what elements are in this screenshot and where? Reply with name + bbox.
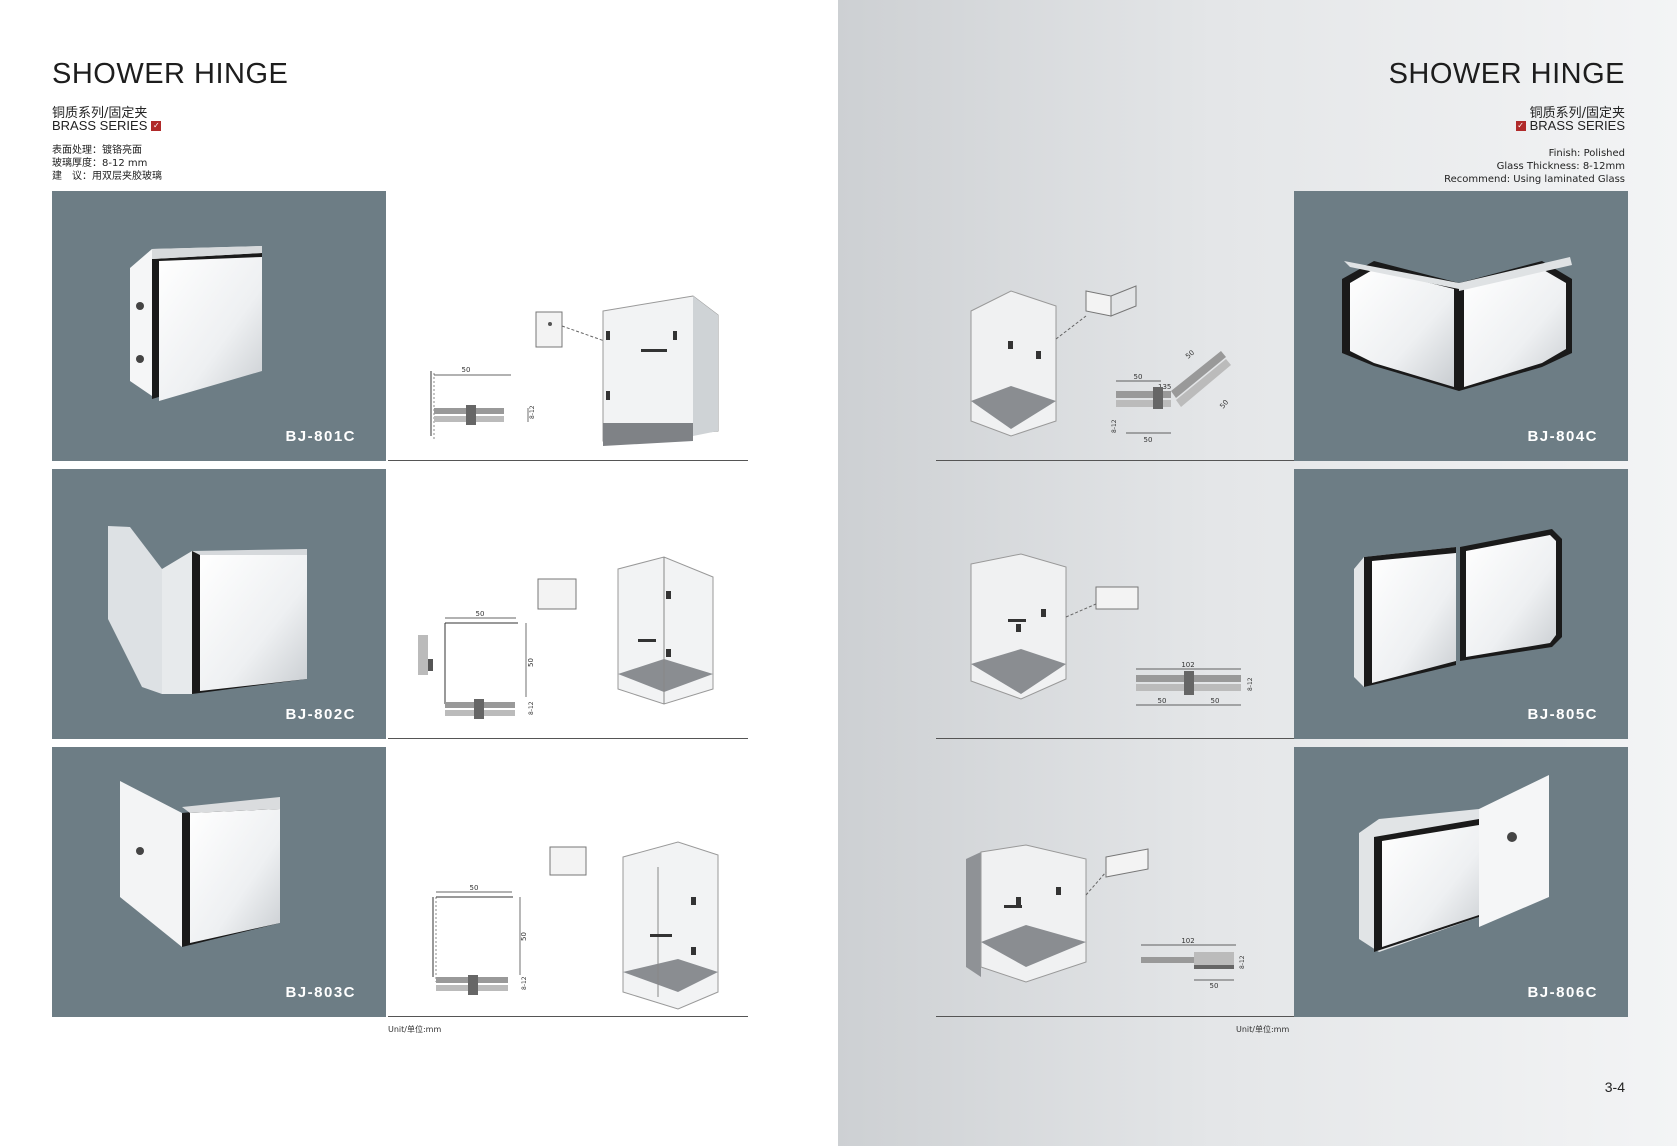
product-code: BJ-806C bbox=[1527, 984, 1598, 1001]
spec-list-right: Finish: Polished Glass Thickness: 8-12mm… bbox=[1444, 147, 1625, 186]
installation-diagram-801c: 50 8-12 bbox=[430, 295, 719, 446]
product-photo-bj-803c: BJ-803C bbox=[52, 747, 386, 1017]
technical-drawing-bj-803c: 50 50 8-12 bbox=[388, 747, 748, 1017]
dim-thickness-804c: 8-12 bbox=[1111, 419, 1118, 433]
right-page: SHOWER HINGE 铜质系列/固定夹 ✓ BRASS SERIES Fin… bbox=[838, 0, 1677, 1146]
dim-width-801c: 50 bbox=[462, 366, 471, 374]
subtitle-en-left: BRASS SERIES bbox=[52, 118, 148, 133]
dim-d-804c: 50 bbox=[1144, 436, 1153, 444]
hinge-803c-image bbox=[120, 781, 280, 947]
dim-width-803c: 50 bbox=[470, 884, 479, 892]
dim-width-802c: 50 bbox=[476, 610, 485, 618]
dim-total-805c: 102 bbox=[1181, 661, 1194, 669]
check-icon: ✓ bbox=[1515, 120, 1526, 131]
product-photo-bj-806c: BJ-806C bbox=[1294, 747, 1628, 1017]
dim-height-802c: 50 bbox=[527, 658, 535, 667]
installation-diagram-804c: 50 50 135 50 50 8-12 bbox=[970, 285, 1231, 444]
installation-diagram-805c: 102 50 50 8-12 bbox=[970, 553, 1254, 706]
dim-thickness-801c: 8-12 bbox=[529, 405, 536, 419]
row-divider bbox=[388, 738, 748, 739]
dim-c-804c: 50 bbox=[1218, 398, 1230, 410]
series-label-right: ✓ BRASS SERIES bbox=[1515, 118, 1625, 133]
page-title-right: SHOWER HINGE bbox=[1388, 58, 1625, 90]
installation-diagram-803c: 50 50 8-12 bbox=[432, 841, 719, 1010]
technical-drawing-bj-805c: 102 50 50 8-12 bbox=[936, 469, 1296, 739]
hinge-801c-image bbox=[130, 246, 262, 401]
dim-height-803c: 50 bbox=[520, 932, 528, 941]
dim-a-804c: 50 bbox=[1134, 373, 1143, 381]
dim-thickness-806c: 8-12 bbox=[1239, 955, 1246, 969]
check-icon: ✓ bbox=[151, 120, 162, 131]
spec-recommend-en: Recommend: Using laminated Glass bbox=[1444, 174, 1625, 185]
spec-recommend: 建 议：用双层夹胶玻璃 bbox=[52, 171, 162, 182]
product-code: BJ-801C bbox=[285, 428, 356, 445]
spec-thickness-en: Glass Thickness: 8-12mm bbox=[1496, 161, 1625, 172]
subtitle-cn-right: 铜质系列/固定夹 bbox=[1529, 106, 1625, 121]
dim-thickness-802c: 8-12 bbox=[528, 701, 535, 715]
hinge-804c-image bbox=[1342, 257, 1572, 391]
installation-diagram-802c: 50 50 8-12 bbox=[418, 556, 714, 719]
technical-drawing-bj-802c: 50 50 8-12 bbox=[388, 469, 748, 739]
technical-drawing-bj-804c: 50 50 135 50 50 8-12 bbox=[936, 191, 1296, 461]
dim-thickness-803c: 8-12 bbox=[521, 976, 528, 990]
product-code: BJ-804C bbox=[1527, 428, 1598, 445]
spec-finish: 表面处理：镀铬亮面 bbox=[52, 145, 142, 156]
dim-total-806c: 102 bbox=[1181, 937, 1194, 945]
spec-list-left: 表面处理：镀铬亮面 玻璃厚度：8-12 mm 建 议：用双层夹胶玻璃 bbox=[52, 144, 162, 183]
dim-right-805c: 50 bbox=[1211, 697, 1220, 705]
unit-note-right: Unit/单位:mm bbox=[1236, 1025, 1290, 1034]
dim-b-804c: 50 bbox=[1184, 349, 1196, 361]
page-number: 3-4 bbox=[1604, 1079, 1625, 1095]
hinge-806c-image bbox=[1359, 775, 1549, 952]
product-code: BJ-802C bbox=[285, 706, 356, 723]
product-photo-bj-802c: BJ-802C bbox=[52, 469, 386, 739]
hinge-802c-image bbox=[108, 526, 307, 694]
left-page: SHOWER HINGE 铜质系列/固定夹 BRASS SERIES ✓ 表面处… bbox=[0, 0, 838, 1146]
unit-note-left: Unit/单位:mm bbox=[388, 1025, 442, 1034]
product-photo-bj-804c: BJ-804C bbox=[1294, 191, 1628, 461]
row-divider bbox=[936, 738, 1296, 739]
spec-thickness: 玻璃厚度：8-12 mm bbox=[52, 158, 148, 169]
product-code: BJ-805C bbox=[1527, 706, 1598, 723]
series-label-left: BRASS SERIES ✓ bbox=[52, 118, 162, 133]
dim-width-806c: 50 bbox=[1210, 982, 1219, 990]
row-divider bbox=[388, 1016, 748, 1017]
subtitle-en-right: BRASS SERIES bbox=[1529, 118, 1625, 133]
row-divider bbox=[936, 1016, 1296, 1017]
product-photo-bj-805c: BJ-805C bbox=[1294, 469, 1628, 739]
product-photo-bj-801c: BJ-801C bbox=[52, 191, 386, 461]
dim-thickness-805c: 8-12 bbox=[1247, 677, 1254, 691]
spec-finish-en: Finish: Polished bbox=[1548, 148, 1625, 159]
installation-diagram-806c: 102 50 8-12 bbox=[966, 844, 1246, 990]
technical-drawing-bj-806c: 102 50 8-12 bbox=[936, 747, 1296, 1017]
technical-drawing-bj-801c: 50 8-12 bbox=[388, 191, 748, 461]
page-title-left: SHOWER HINGE bbox=[52, 58, 289, 90]
dim-left-805c: 50 bbox=[1158, 697, 1167, 705]
row-divider bbox=[936, 460, 1296, 461]
subtitle-cn-left: 铜质系列/固定夹 bbox=[52, 106, 148, 121]
product-code: BJ-803C bbox=[285, 984, 356, 1001]
hinge-805c-image bbox=[1354, 529, 1562, 687]
dim-angle-804c: 135 bbox=[1158, 383, 1171, 391]
row-divider bbox=[388, 460, 748, 461]
